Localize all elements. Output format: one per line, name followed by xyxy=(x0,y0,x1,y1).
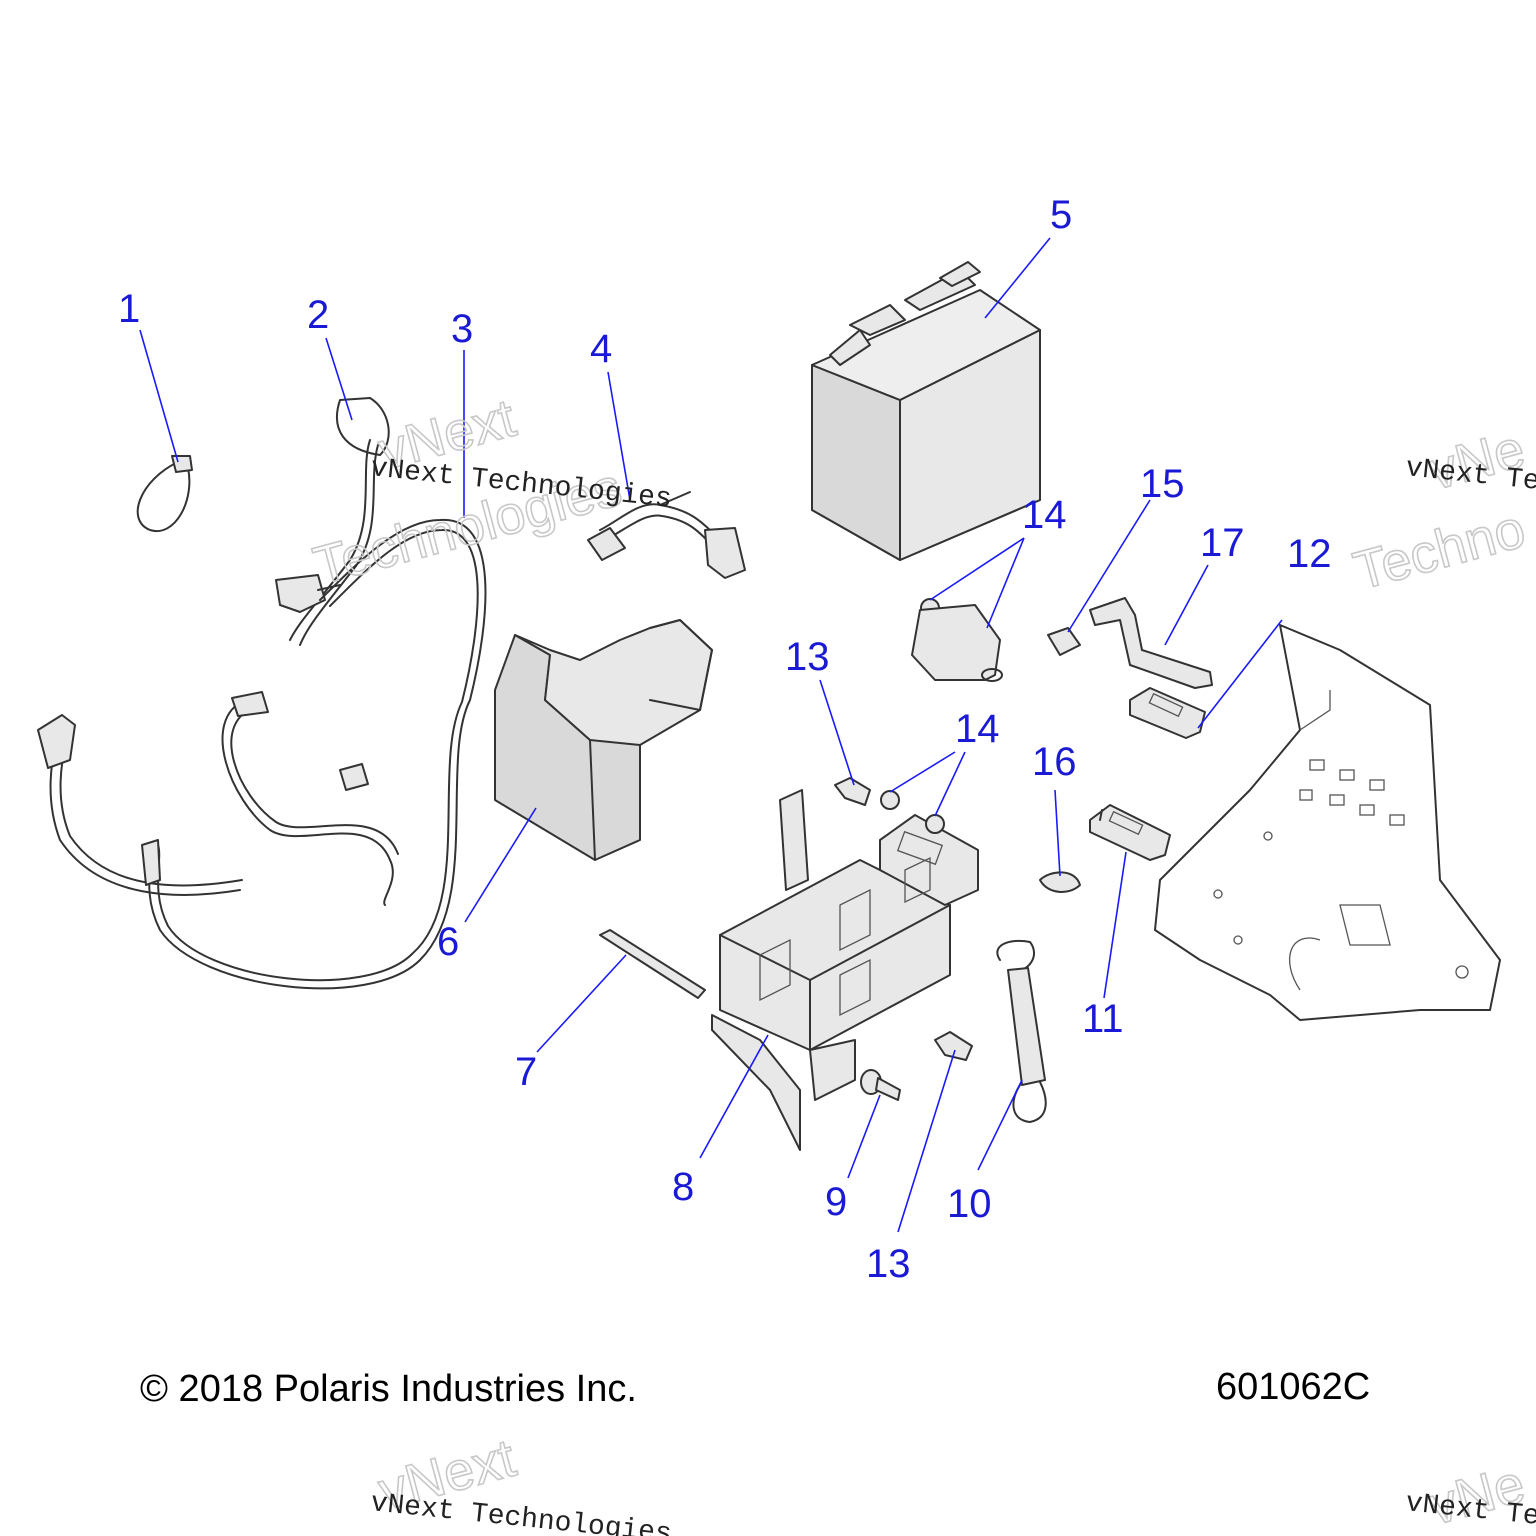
part-strip xyxy=(599,929,706,999)
part-battery-cover xyxy=(494,619,713,861)
callout-5: 5 xyxy=(1050,193,1072,237)
callout-13-upper: 13 xyxy=(785,635,830,679)
callout-14-upper: 14 xyxy=(1022,493,1067,537)
part-bolt xyxy=(860,1069,901,1101)
callout-11: 11 xyxy=(1082,997,1124,1041)
callout-3: 3 xyxy=(451,307,473,351)
callout-2: 2 xyxy=(307,293,329,337)
watermark-bottom-right: vNe vNext Te xyxy=(1404,1453,1536,1536)
callout-8: 8 xyxy=(672,1165,694,1209)
part-fastener xyxy=(1047,627,1081,656)
part-hold-down-strap xyxy=(996,940,1047,1123)
part-bracket xyxy=(1089,597,1213,689)
callout-12: 12 xyxy=(1287,532,1332,576)
part-cable-tie xyxy=(136,455,193,533)
leader-lines xyxy=(139,237,1283,1233)
part-clamp xyxy=(1039,871,1081,893)
diagram-id: 601062C xyxy=(1216,1366,1371,1408)
callout-15: 15 xyxy=(1140,462,1185,506)
callout-14-lower: 14 xyxy=(955,707,1000,751)
callout-16: 16 xyxy=(1032,740,1077,784)
part-battery-tray xyxy=(711,789,979,1151)
part-cable-harness xyxy=(37,397,487,990)
part-solenoid xyxy=(911,604,1003,682)
watermark-bottom-center: vNext vNext Technologies xyxy=(369,1427,673,1536)
callout-13-lower: 13 xyxy=(866,1242,911,1286)
part-strap-retainer xyxy=(1089,804,1171,861)
callout-7: 7 xyxy=(515,1050,537,1094)
part-retainer xyxy=(1129,687,1206,739)
part-battery xyxy=(811,261,1041,561)
watermark-outline-word-2-cut: Techno xyxy=(1348,499,1532,602)
watermark-text-bottom: vNext Technologies xyxy=(369,1488,673,1536)
callout-6: 6 xyxy=(437,920,459,964)
watermark-top-right: vNe Techno vNext Te xyxy=(1347,418,1536,602)
part-clip-lower xyxy=(934,1031,973,1061)
callout-1: 1 xyxy=(118,287,140,331)
callout-17: 17 xyxy=(1200,521,1245,565)
part-clip-upper xyxy=(834,777,871,806)
callout-9: 9 xyxy=(825,1180,847,1224)
callout-4: 4 xyxy=(590,327,612,371)
watermark-top-center: vNext Technologies vNext Technologies xyxy=(307,387,673,597)
copyright-text: © 2018 Polaris Industries Inc. xyxy=(140,1368,637,1410)
callout-labels: 1 2 3 4 5 6 7 8 9 10 11 12 13 13 14 14 1… xyxy=(118,193,1332,1286)
callout-10: 10 xyxy=(947,1182,992,1226)
part-connector-lead xyxy=(587,491,746,579)
part-mounting-plate xyxy=(1154,624,1501,1021)
